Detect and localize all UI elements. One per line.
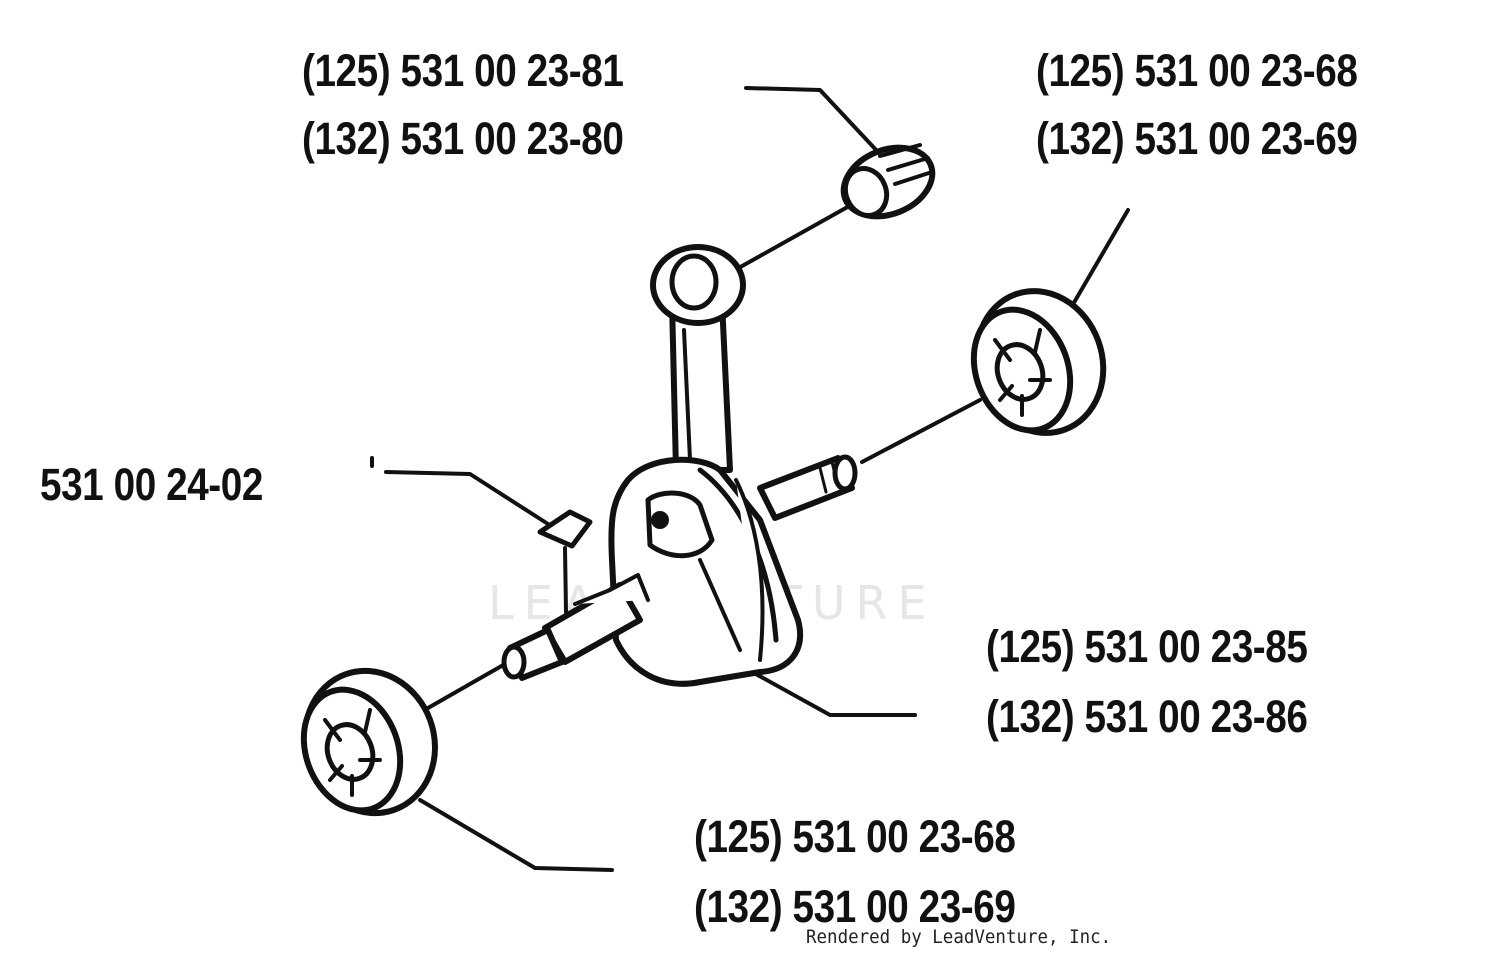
callout-top-left-line-1: (125) 531 00 23-81 [302, 45, 624, 96]
callout-mid-right-line-2: (132) 531 00 23-86 [986, 691, 1308, 742]
left-main-bearing [300, 667, 438, 817]
connecting-rod [650, 244, 746, 473]
callout-top-right-line-2: (132) 531 00 23-69 [1036, 113, 1358, 164]
right-main-bearing [970, 288, 1107, 436]
woodruff-key [537, 509, 593, 614]
leader-line-top-left [744, 86, 880, 154]
callout-top-right-line-1: (125) 531 00 23-68 [1036, 45, 1358, 96]
leader-line-bottom [418, 798, 614, 872]
credit-text: Rendered by LeadVenture, Inc. [806, 926, 1112, 948]
leader-line-top-right [1070, 208, 1130, 308]
right-shaft [757, 454, 858, 521]
callout-left-line-1: 531 00 24-02 [40, 459, 263, 510]
axis-lines [426, 198, 982, 710]
callout-mid-right-line-1: (125) 531 00 23-85 [986, 621, 1308, 672]
callout-bottom-line-1: (125) 531 00 23-68 [694, 811, 1016, 862]
callout-top-left-line-2: (132) 531 00 23-80 [302, 113, 624, 164]
callout-bottom-line-2: (132) 531 00 23-69 [694, 881, 1016, 932]
leader-line-left [370, 456, 550, 526]
crank-web [608, 456, 803, 687]
small-end-needle-bearing [840, 143, 936, 220]
left-shaft [501, 573, 650, 681]
leader-line-mid-right [743, 666, 917, 717]
